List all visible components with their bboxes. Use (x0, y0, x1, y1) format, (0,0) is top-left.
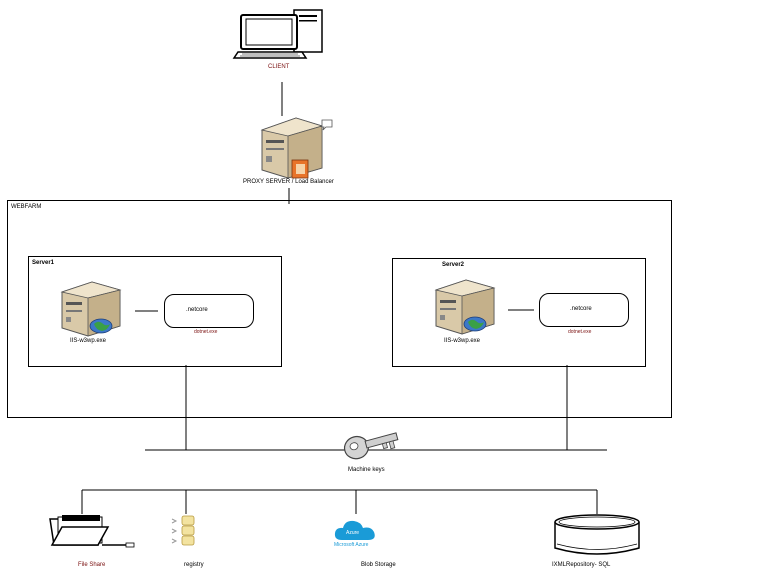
iis-server-icon (434, 279, 496, 335)
client-label: CLIENT (268, 64, 290, 70)
server1-netcore-label: .netcore (186, 307, 208, 313)
azure-logo-text: Azure (346, 530, 360, 536)
server2-box (392, 258, 646, 367)
server1-box (28, 256, 282, 367)
webfarm-label: WEBFARM (11, 204, 42, 210)
server2-iis-label: IIS-w3wp.exe (444, 338, 481, 344)
sql-label: IXMLRepository- SQL (552, 562, 611, 568)
server1-netcore-box (164, 294, 254, 328)
registry-label: registry (184, 562, 204, 568)
registry-icon (171, 515, 195, 546)
server1-title: Server1 (32, 260, 55, 266)
machine-keys-label: Machine keys (348, 467, 385, 473)
key-icon (343, 432, 399, 460)
database-icon (554, 514, 640, 555)
blob-storage-label: Blob Storage (361, 562, 396, 568)
file-share-label: File Share (78, 562, 106, 568)
server2-netcore-box (539, 293, 629, 327)
server1-dotnet-label: dotnet.exe (194, 329, 218, 335)
server2-dotnet-label: dotnet.exe (568, 329, 592, 335)
azure-logo-caption: Microsoft Azure (334, 542, 369, 548)
server1-iis-label: IIS-w3wp.exe (70, 338, 107, 344)
client-computer-icon (232, 9, 323, 59)
webfarm-boundary (7, 200, 672, 418)
server2-title: Server2 (442, 262, 465, 268)
folder-icon (49, 515, 135, 548)
iis-server-icon (60, 281, 122, 337)
server2-netcore-label: .netcore (570, 306, 592, 312)
azure-cloud-icon (334, 520, 375, 540)
proxy-label: PROXY SERVER / Load Balancer (243, 179, 334, 185)
proxy-server-icon (260, 117, 333, 179)
